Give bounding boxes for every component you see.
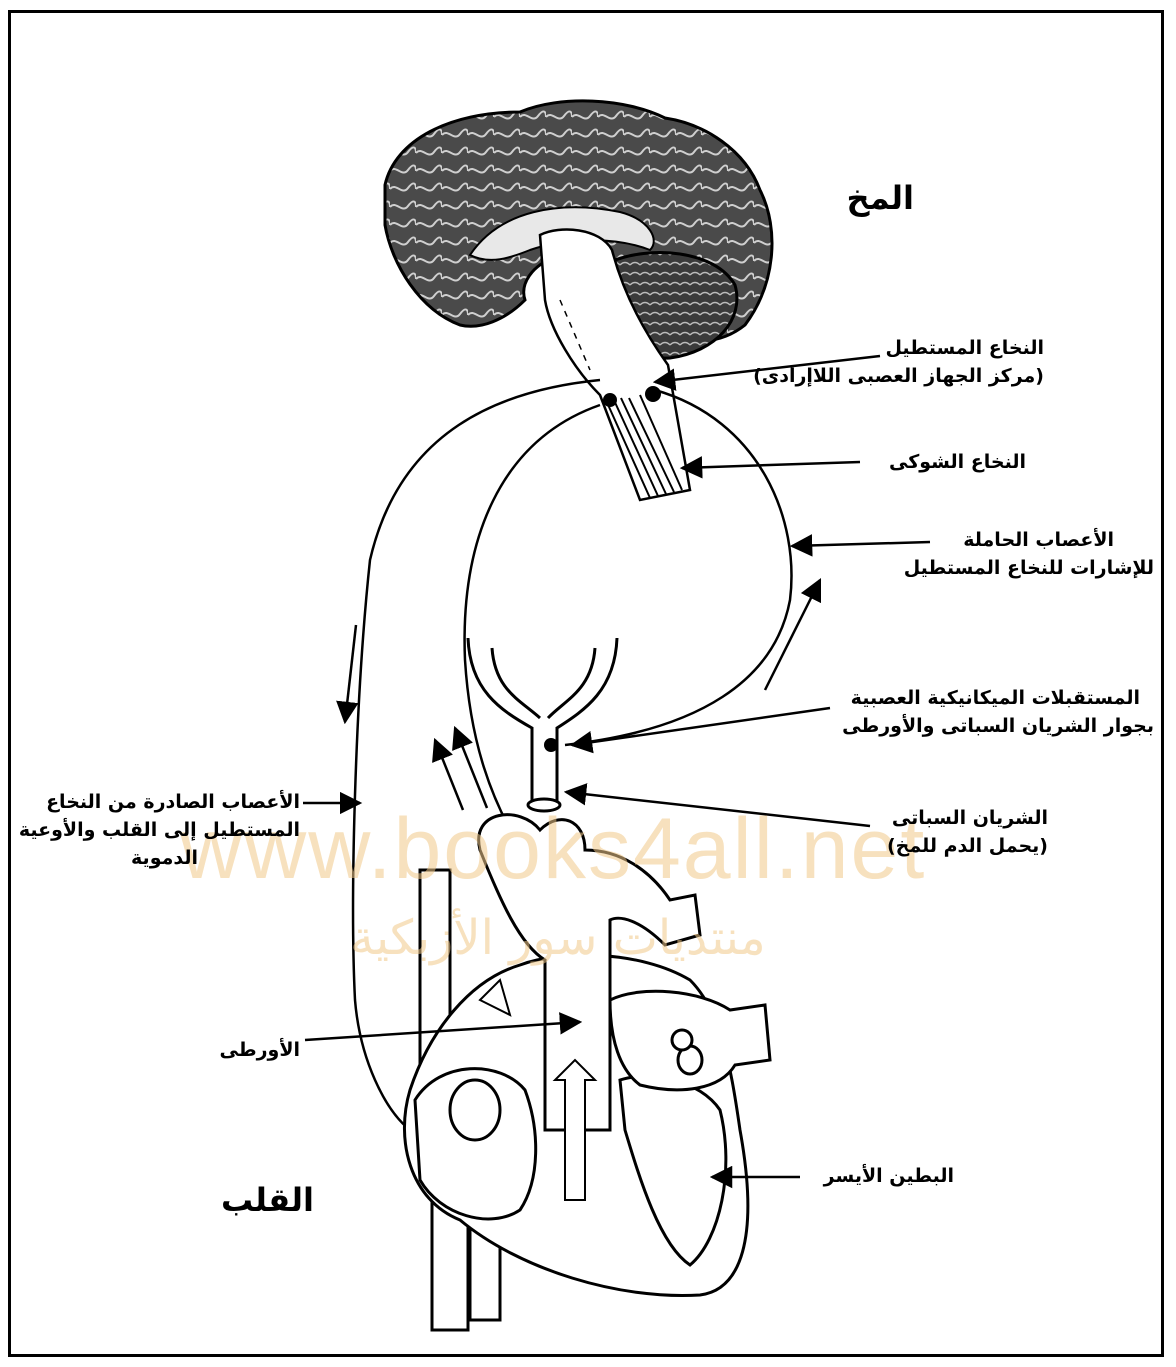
label-aorta: الأورطى bbox=[219, 1036, 300, 1064]
label-efferent-nerves: الأعصاب الصادرة من النخاع المستطيل إلى ا… bbox=[19, 788, 300, 872]
label-heart: القلب bbox=[221, 1180, 314, 1220]
flow-arrows bbox=[345, 580, 820, 810]
label-spinal-cord: النخاع الشوكى bbox=[889, 448, 1026, 476]
heart-illustration bbox=[404, 815, 770, 1330]
label-carotid-artery: الشريان السباتى (يحمل الدم للمخ) bbox=[887, 804, 1048, 860]
label-brain: المخ bbox=[847, 178, 915, 218]
brain-illustration bbox=[385, 101, 772, 500]
label-afferent-nerves: الأعصاب الحاملة للإشارات للنخاع المستطيل bbox=[904, 526, 1154, 582]
label-medulla: النخاع المستطيل (مركز الجهاز العصبى اللا… bbox=[753, 334, 1044, 390]
carotid-receptor-dot bbox=[544, 738, 558, 752]
label-left-ventricle: البطين الأيسر bbox=[824, 1162, 954, 1190]
medulla-nucleus-dot bbox=[645, 386, 661, 402]
medulla-nucleus-dot-2 bbox=[603, 393, 617, 407]
label-baroreceptors: المستقبلات الميكانيكية العصبية بجوار الش… bbox=[842, 684, 1154, 740]
